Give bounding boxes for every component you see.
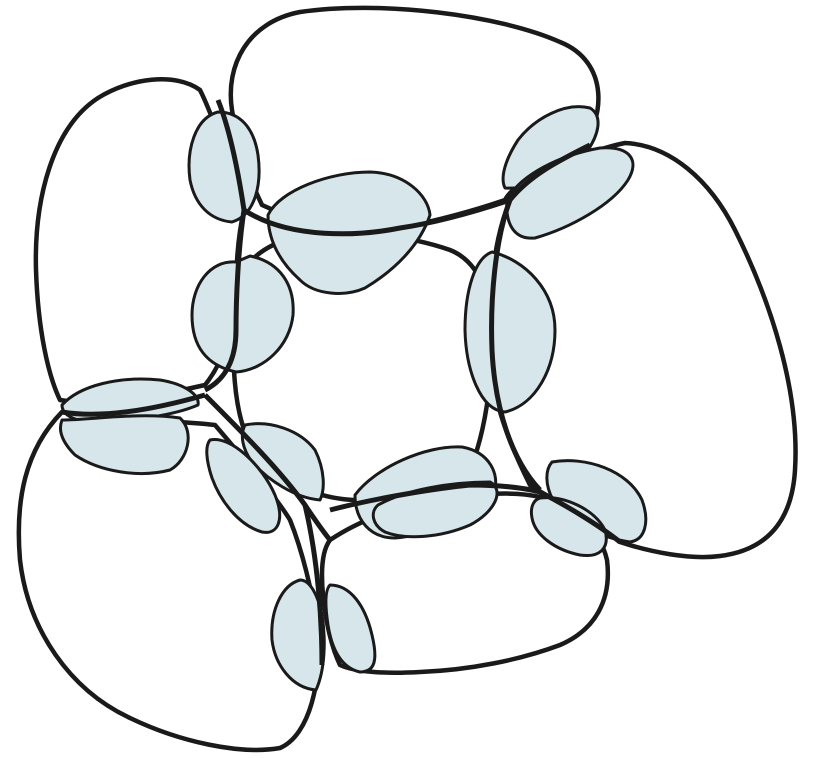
contact-top-left xyxy=(189,112,259,222)
